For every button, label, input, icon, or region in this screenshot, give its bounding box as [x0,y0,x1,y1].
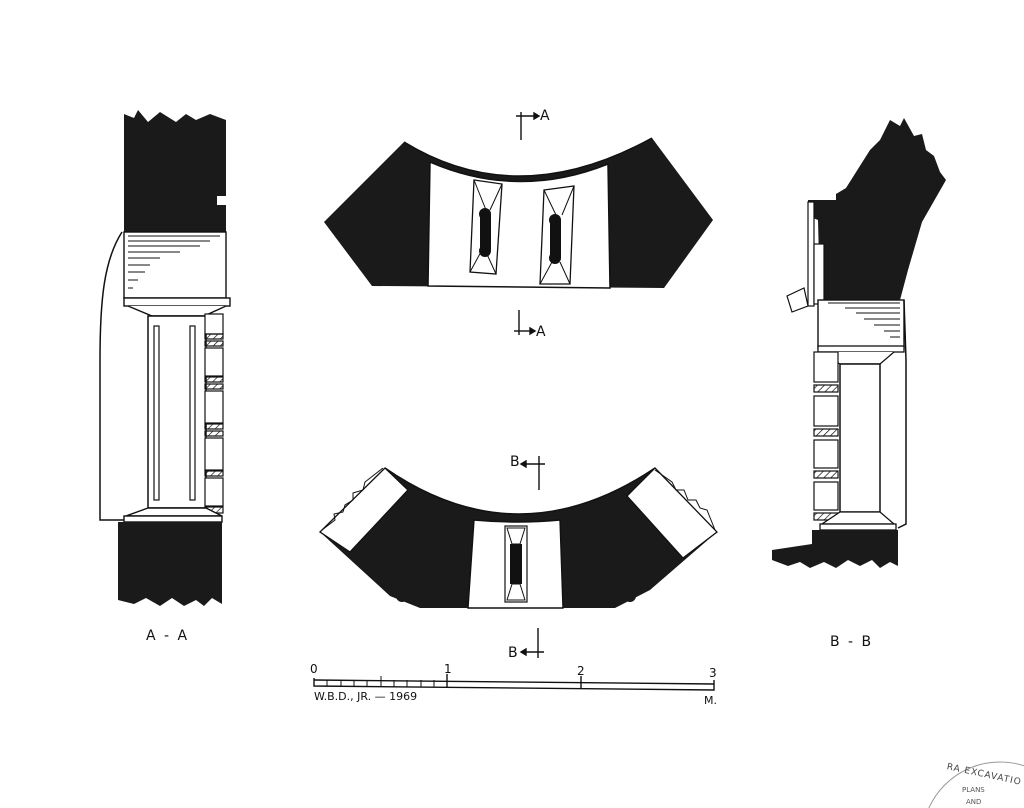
niche-center [504,525,528,603]
plan-lower [318,456,718,658]
section-a-a [99,110,231,606]
plan-upper [324,111,713,336]
stamp-line1: PLANS [962,786,985,794]
niche-left [469,179,503,275]
cut-letter-a-top: A [540,108,552,124]
section-b-b [772,118,946,568]
cut-mark-a-bottom [514,310,537,336]
niche-right [539,185,575,285]
drafter-credit: W.B.D., JR. — 1969 [314,690,418,703]
scale-unit: M. [704,694,717,707]
cut-letter-a-bottom: A [536,324,548,340]
scale-bar [313,674,715,691]
archive-stamp [928,761,1024,808]
section-label-a-a: A - A [146,628,190,644]
cut-mark-b-top [519,456,545,490]
stamp-line2: AND [966,798,982,806]
scale-tick-3: 3 [709,666,717,680]
scale-tick-2: 2 [577,664,585,678]
scale-tick-0: 0 [310,662,318,676]
cut-letter-b-bottom: B [508,645,520,661]
section-label-b-b: B - B [830,634,874,650]
cut-mark-a-top [516,111,541,140]
scale-tick-1: 1 [444,662,452,676]
cut-mark-b-bottom [519,628,544,658]
cut-letter-b-top: B [510,454,522,470]
